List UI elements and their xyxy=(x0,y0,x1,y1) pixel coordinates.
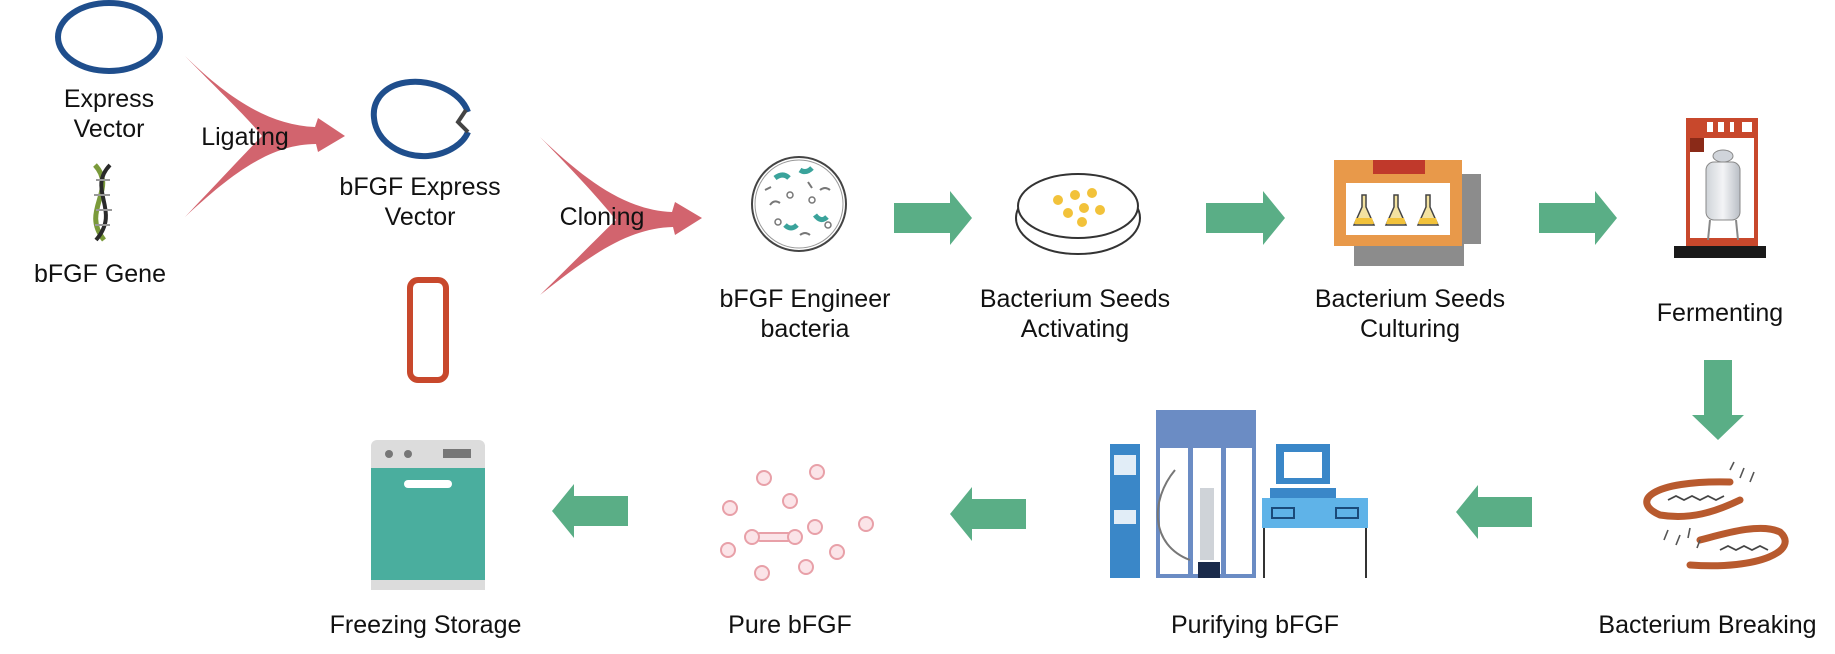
plasmid-icon xyxy=(55,0,163,74)
label-bacterium-breaking: Bacterium Breaking xyxy=(1598,611,1817,639)
flow-arrow-6 xyxy=(552,484,628,538)
incubator-icon xyxy=(1334,160,1481,266)
petri-dish-icon xyxy=(751,156,847,252)
protein-icon xyxy=(720,464,874,581)
flow-arrow-2 xyxy=(1206,191,1285,245)
label-purifying: Purifying bFGF xyxy=(1170,611,1340,639)
label-bfgf-gene: bFGF Gene xyxy=(34,260,166,288)
flow-arrow-3 xyxy=(1539,191,1617,245)
label-cloning: Cloning xyxy=(559,203,645,231)
flow-arrow-1 xyxy=(894,191,972,245)
tube-icon xyxy=(407,277,449,383)
dna-icon xyxy=(93,163,112,242)
label-freezing-storage: Freezing Storage xyxy=(329,611,522,639)
fermenter-icon xyxy=(1674,118,1766,258)
purifier-icon xyxy=(1110,410,1368,578)
flow-arrow-down xyxy=(1692,360,1744,440)
ligating-arrow xyxy=(185,56,345,217)
label-fermenting: Fermenting xyxy=(1656,299,1784,327)
flow-arrow-5 xyxy=(950,487,1026,541)
label-pure-bfgf: Pure bFGF xyxy=(728,611,852,639)
cloning-arrow xyxy=(540,137,702,295)
label-ligating: Ligating xyxy=(201,123,289,151)
flow-arrow-4 xyxy=(1456,485,1532,539)
broken-bacteria-icon xyxy=(1643,461,1789,570)
freezer-icon xyxy=(371,440,485,590)
open-plasmid-icon xyxy=(370,78,471,160)
culture-dish-icon xyxy=(1015,173,1141,255)
